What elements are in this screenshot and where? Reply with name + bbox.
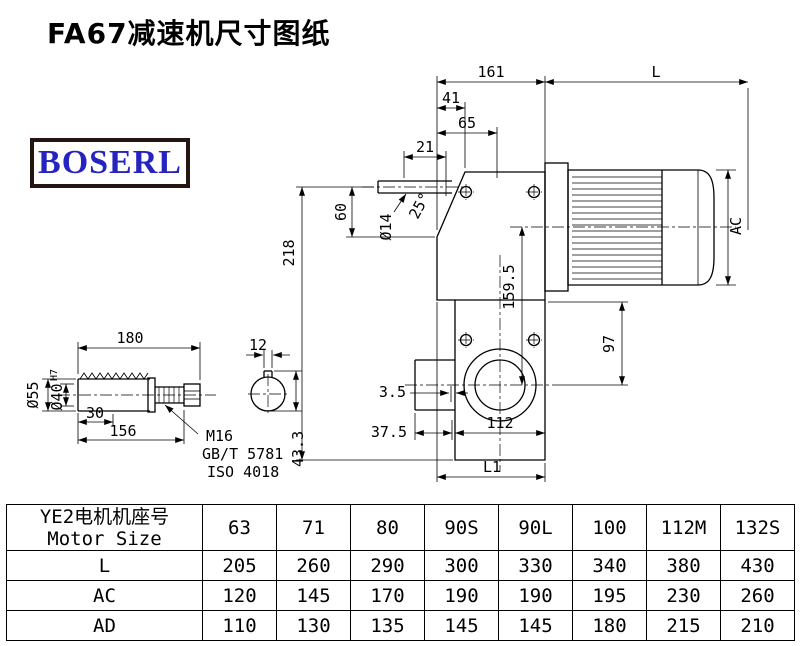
table-cell: 230 — [646, 580, 721, 611]
table-cell: 260 — [276, 550, 351, 581]
table-cell: 430 — [720, 550, 795, 581]
gearbox-housing — [377, 171, 546, 461]
dim-AC-label: AC — [727, 217, 745, 235]
table-cell: 170 — [350, 580, 425, 611]
table-cell: 145 — [276, 580, 351, 611]
dim-161-label: 161 — [477, 63, 504, 81]
dim-97-label: 97 — [600, 335, 618, 353]
dim-218-label: 218 — [280, 239, 298, 266]
column-header: 90S — [424, 504, 499, 551]
table-cell: 380 — [646, 550, 721, 581]
dim-dia40-label: Ø40 — [48, 383, 66, 410]
table-cell: 190 — [498, 580, 573, 611]
motor — [544, 162, 715, 292]
dim-12-label: 12 — [249, 336, 267, 354]
dim-60-label: 60 — [332, 203, 350, 221]
row-label: L — [6, 550, 203, 581]
table-cell: 210 — [720, 610, 795, 641]
dim-L1-label: L1 — [483, 458, 501, 476]
dim-3-5-label: 3.5 — [379, 383, 406, 401]
dimension-drawing: 161 L 41 65 21 60 Ø14 218 25° 159.5 AC 9… — [24, 63, 749, 482]
column-header: 71 — [276, 504, 351, 551]
table-cell: 260 — [720, 580, 795, 611]
table-row-AC: AC 120 145 170 190 190 195 230 260 — [6, 580, 795, 611]
table-cell: 205 — [202, 550, 277, 581]
brand-logo: BOSERL — [30, 138, 190, 188]
dim-dia40-tolerance: H7 — [49, 369, 60, 381]
dim-41-label: 41 — [442, 89, 460, 107]
column-header: 80 — [350, 504, 425, 551]
column-header: 112M — [646, 504, 721, 551]
header-line-en: Motor Size — [47, 527, 162, 550]
table-cell: 135 — [350, 610, 425, 641]
table-cell: 300 — [424, 550, 499, 581]
table-cell: 145 — [424, 610, 499, 641]
table-row-AD: AD 110 130 135 145 145 180 215 210 — [6, 610, 795, 641]
dim-159-5-label: 159.5 — [500, 264, 518, 309]
row-label: AC — [6, 580, 203, 611]
dim-180-label: 180 — [116, 329, 143, 347]
table-cell: 340 — [572, 550, 647, 581]
table-cell: 110 — [202, 610, 277, 641]
dimension-lines — [42, 76, 749, 482]
dimension-labels: 161 L 41 65 21 60 Ø14 218 25° 159.5 AC 9… — [24, 63, 745, 481]
table-cell: 145 — [498, 610, 573, 641]
table-corner-header: YE2电机机座号 Motor Size — [6, 504, 203, 551]
table-cell: 130 — [276, 610, 351, 641]
standard-callout-iso: ISO 4018 — [207, 463, 279, 481]
column-header: 90L — [498, 504, 573, 551]
row-label: AD — [6, 610, 203, 641]
dim-112-label: 112 — [486, 414, 513, 432]
table-cell: 195 — [572, 580, 647, 611]
column-header: 100 — [572, 504, 647, 551]
table-row-L: L 205 260 290 300 330 340 380 430 — [6, 550, 795, 581]
table-cell: 120 — [202, 580, 277, 611]
dim-43-3-label: 43.3 — [289, 431, 307, 467]
motor-size-table: YE2电机机座号 Motor Size 63 71 80 90S 90L 100… — [6, 504, 795, 641]
page-title: FA67减速机尺寸图纸 — [47, 17, 331, 50]
dim-dia14-label: Ø14 — [377, 213, 395, 240]
table-cell: 290 — [350, 550, 425, 581]
dim-37-5-label: 37.5 — [371, 423, 407, 441]
dim-30-label: 30 — [86, 404, 104, 422]
header-line-cn: YE2电机机座号 — [39, 505, 170, 528]
motor-cooling-fins — [572, 176, 662, 280]
table-header-row: YE2电机机座号 Motor Size 63 71 80 90S 90L 100… — [6, 504, 795, 551]
table-cell: 190 — [424, 580, 499, 611]
dim-25deg-label: 25° — [405, 189, 434, 221]
dim-156-label: 156 — [109, 422, 136, 440]
table-cell: 180 — [572, 610, 647, 641]
column-header: 132S — [720, 504, 795, 551]
dim-21-label: 21 — [416, 138, 434, 156]
thread-callout-m16: M16 — [206, 427, 233, 445]
dim-65-label: 65 — [458, 114, 476, 132]
table-cell: 330 — [498, 550, 573, 581]
column-header: 63 — [202, 504, 277, 551]
dim-L-label: L — [651, 63, 660, 81]
standard-callout-gb: GB/T 5781 — [202, 445, 283, 463]
table-cell: 215 — [646, 610, 721, 641]
dim-dia55-label: Ø55 — [24, 381, 42, 408]
centerlines — [58, 184, 736, 472]
